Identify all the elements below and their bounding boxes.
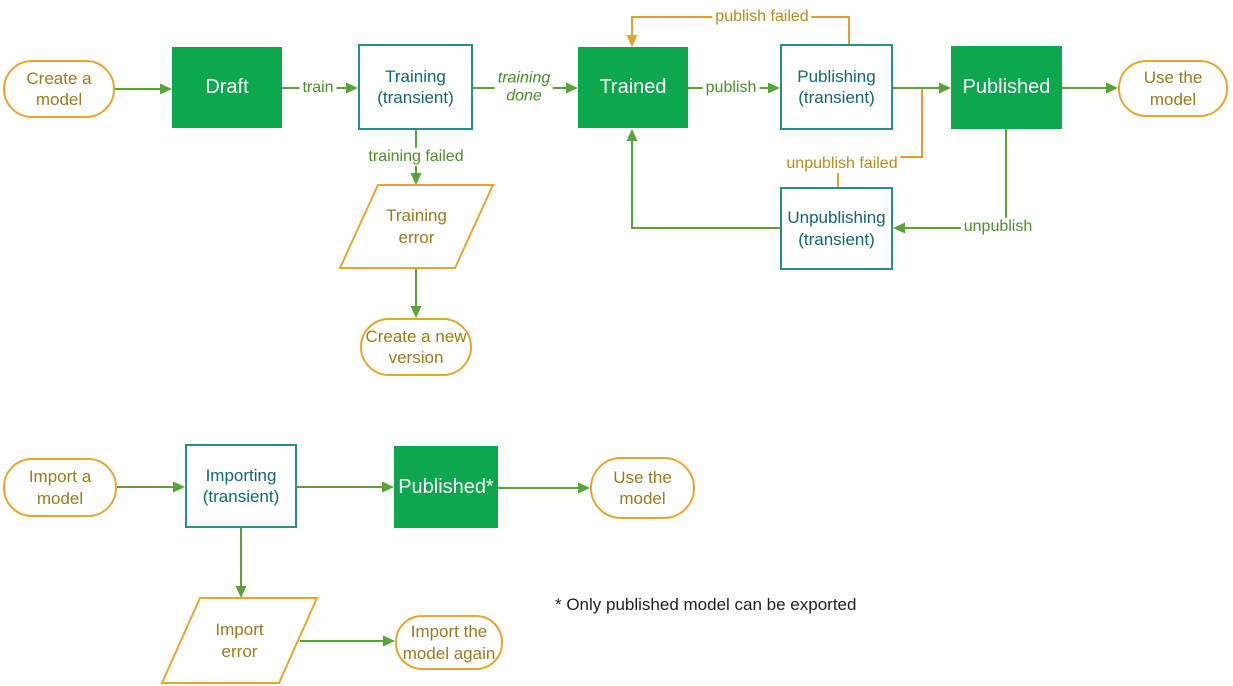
node-publishing: Publishing (transient): [780, 44, 893, 130]
import-error-shape: [160, 597, 319, 684]
edge-label-training-failed: training failed: [365, 147, 467, 167]
node-unpublishing: Unpublishing (transient): [780, 187, 893, 270]
node-use-the-model: Use the model: [1118, 60, 1228, 117]
node-create-new-version: Create a new version: [360, 318, 472, 376]
edge-publishing-to-published: [893, 82, 951, 94]
edge-unpublishing-to-trained: [626, 129, 780, 229]
node-importing: Importing (transient): [185, 444, 297, 528]
edge-error-to-import-again: [300, 635, 395, 647]
node-training-error: Training error: [386, 206, 447, 247]
node-published: Published: [951, 46, 1062, 129]
edge-importing-to-error: [235, 528, 247, 598]
node-import-model-again: Import the model again: [395, 615, 503, 670]
node-import-a-model: Import a model: [3, 458, 117, 517]
edge-label-publish-failed: publish failed: [712, 7, 812, 27]
edge-label-unpublish: unpublish: [960, 217, 1036, 237]
node-trained: Trained: [578, 47, 688, 128]
node-use-the-model-import: Use the model: [590, 457, 695, 519]
edge-importing-to-published: [297, 481, 394, 493]
node-draft: Draft: [172, 47, 282, 128]
footnote: * Only published model can be exported: [555, 595, 857, 614]
edge-label-publish: publish: [702, 78, 760, 98]
edge-label-training-done: training done: [494, 69, 554, 107]
node-training: Training (transient): [358, 44, 473, 130]
edge-error-to-new-version: [410, 268, 422, 318]
node-create-a-model: Create a model: [3, 60, 115, 118]
node-published-import: Published*: [394, 446, 498, 528]
edge-published-to-use: [1062, 82, 1118, 94]
edge-label-train: train: [299, 78, 337, 98]
training-error-shape: [338, 184, 495, 269]
edge-create-to-draft: [115, 83, 172, 95]
edge-label-unpublish-failed: unpublish failed: [783, 154, 901, 174]
edge-published-to-use-import: [498, 482, 590, 494]
edge-import-to-importing: [117, 481, 185, 493]
node-import-error: Import error: [215, 620, 264, 661]
